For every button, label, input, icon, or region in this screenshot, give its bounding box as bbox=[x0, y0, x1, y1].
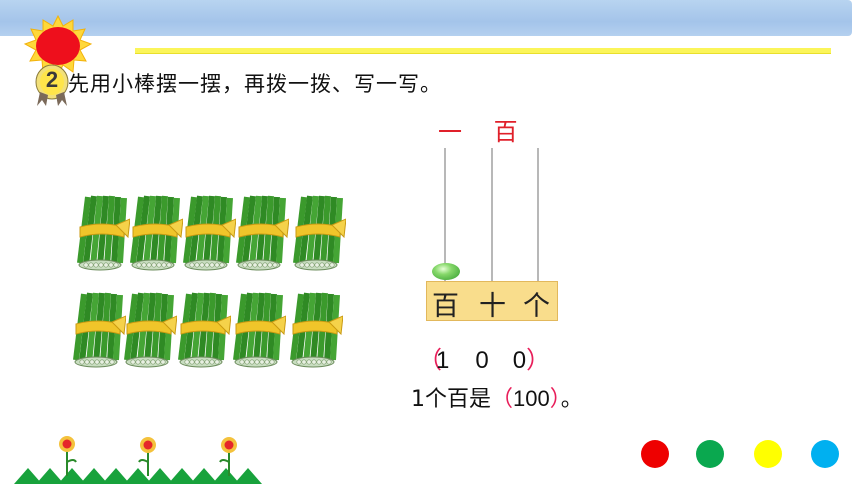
place-value-box: 百 十 个 bbox=[426, 281, 558, 322]
stick-bundle bbox=[290, 193, 346, 271]
stick-bundle bbox=[287, 290, 343, 368]
title-underline bbox=[135, 48, 831, 54]
answer-digit-ones: 0 bbox=[512, 347, 527, 374]
flower-icon bbox=[219, 437, 237, 476]
stick-bundle bbox=[233, 193, 289, 271]
flower-icon bbox=[59, 436, 77, 476]
place-label-ones: 个 bbox=[523, 291, 550, 322]
stick-bundle bbox=[175, 290, 231, 368]
stick-bundle bbox=[180, 193, 236, 271]
sentence-close-paren: ） bbox=[549, 387, 561, 412]
sentence-suffix: 。 bbox=[560, 387, 583, 412]
stick-bundle bbox=[70, 290, 126, 368]
nav-dot-yellow[interactable] bbox=[754, 440, 782, 468]
abacus-rod-tens bbox=[491, 148, 493, 281]
answer-digit-hundreds: 1 bbox=[436, 347, 450, 374]
abacus-bead[interactable] bbox=[432, 263, 460, 280]
grass-flowers-decoration bbox=[14, 436, 262, 484]
place-label-tens: 十 bbox=[479, 291, 506, 322]
abacus-rod-ones bbox=[537, 148, 539, 281]
conclusion-sentence: 1个百是（100）。 bbox=[411, 381, 583, 413]
place-label-hundreds: 百 bbox=[432, 291, 459, 322]
top-banner bbox=[0, 0, 852, 36]
nav-dot-red[interactable] bbox=[641, 440, 669, 468]
stick-bundle bbox=[230, 290, 286, 368]
answer-digit-tens: 0 bbox=[475, 347, 489, 374]
stick-bundle bbox=[74, 193, 130, 271]
nav-dot-green[interactable] bbox=[696, 440, 724, 468]
badge-shape bbox=[35, 64, 69, 106]
question-number-badge: 2 bbox=[32, 62, 72, 108]
abacus-rod-hundreds bbox=[444, 148, 446, 281]
question-number: 2 bbox=[45, 67, 59, 92]
sun-icon bbox=[23, 14, 93, 76]
stick-bundle bbox=[121, 290, 177, 368]
sentence-value: 100 bbox=[513, 386, 550, 411]
answer-open-paren: （ bbox=[418, 347, 442, 374]
sentence-open-paren: （ bbox=[491, 387, 514, 412]
stick-bundle bbox=[127, 193, 183, 271]
abacus-heading: 一 百 bbox=[438, 118, 530, 146]
answer-close-paren: ） bbox=[526, 347, 551, 374]
sentence-prefix: 1个百是 bbox=[411, 387, 491, 412]
instruction-text: 先用小棒摆一摆，再拨一拨、写一写。 bbox=[68, 72, 442, 96]
flower-icon bbox=[138, 437, 156, 476]
nav-dot-blue[interactable] bbox=[811, 440, 839, 468]
